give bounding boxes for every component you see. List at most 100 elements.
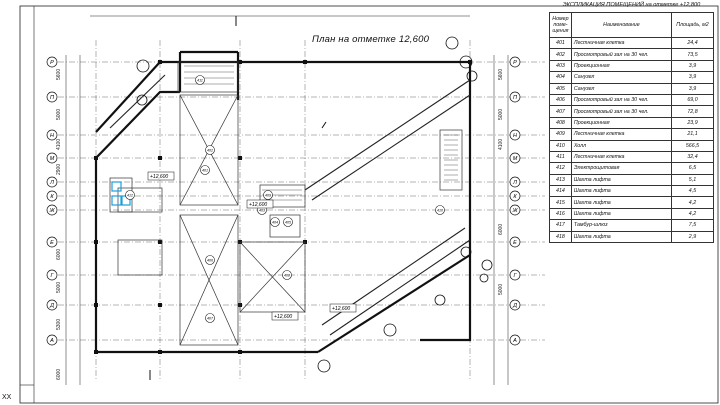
room-number-cell: 414 <box>549 185 572 198</box>
svg-text:5300: 5300 <box>56 319 62 330</box>
room-number-cell: 411 <box>549 150 572 164</box>
header-room-name: Наименование <box>570 12 672 38</box>
room-area-cell: 69,0 <box>670 93 715 107</box>
room-tag-number: 401 <box>202 169 208 173</box>
room-number-cell: 407 <box>549 105 572 118</box>
axis-bubble <box>509 190 521 202</box>
room-number-cell: 418 <box>549 230 572 244</box>
axis-bubble <box>509 91 521 103</box>
room-area-cell: 7,5 <box>670 219 715 232</box>
room-area-cell: 2,9 <box>670 230 715 244</box>
room-tag-number: 411 <box>197 79 203 83</box>
room-area-cell: 21,1 <box>670 128 715 141</box>
room-number-cell: 415 <box>549 196 572 209</box>
room-name-cell: Лестничная клетка <box>570 128 672 141</box>
axis-letter: А <box>49 338 54 344</box>
header-room-area: Площадь, м2 <box>670 12 715 38</box>
room-tag <box>125 190 135 200</box>
elevation-box <box>329 303 357 313</box>
room-area-cell: 6,5 <box>670 162 715 175</box>
room-name-cell: Санузел <box>570 82 672 95</box>
room-number-cell: 413 <box>549 173 572 187</box>
axis-letter: Г <box>51 273 55 279</box>
room-tag <box>282 270 292 280</box>
room-area-cell: 3,9 <box>670 82 715 95</box>
axis-letter: Д <box>512 303 517 309</box>
room-name-cell: Шахта лифта <box>570 207 672 221</box>
dimension-texts: 5600 5000 4100 2900 6000 5000 5300 6000 … <box>56 69 504 380</box>
room-name-cell: Холл <box>570 139 672 152</box>
axis-bubble <box>509 129 521 141</box>
room-tag <box>205 145 215 155</box>
axis-letter: А <box>512 338 517 344</box>
elevation-box <box>271 311 299 321</box>
axis-bubble <box>46 56 58 68</box>
room-tag <box>205 313 215 323</box>
elevation-box <box>246 199 274 209</box>
elevation-mark: +12,600 <box>274 314 292 320</box>
svg-text:5600: 5600 <box>56 69 62 80</box>
room-area-cell: 24,4 <box>670 36 715 50</box>
plan-title: План на отметке 12,600 <box>312 34 430 45</box>
explication-header-row: Номер поме-щения Наименование Площадь, м… <box>549 12 715 38</box>
room-name-cell: Просмотровый зал на 30 чел. <box>570 48 672 61</box>
room-number-cell: 408 <box>549 116 572 130</box>
elevation-marks: +12,600+12,600+12,600+12,600 <box>147 171 357 321</box>
room-number-cell: 405 <box>549 82 572 95</box>
axis-bubble <box>46 236 58 248</box>
room-area-cell: 4,5 <box>670 185 715 198</box>
room-tag <box>270 217 280 227</box>
axis-bubble <box>46 176 58 188</box>
elevation-mark: +12,600 <box>150 174 168 180</box>
axis-bubble <box>46 129 58 141</box>
svg-text:6000: 6000 <box>56 369 62 380</box>
room-tag-number: 412 <box>127 194 133 198</box>
room-area-cell: 72,8 <box>670 105 715 118</box>
axis-letter: М <box>50 156 55 162</box>
room-number-cell: 412 <box>549 162 572 175</box>
axis-letter: Л <box>512 180 517 186</box>
axis-letter: Н <box>513 133 517 139</box>
axis-bubble <box>509 269 521 281</box>
axis-grid <box>58 40 545 380</box>
room-name-cell: Шахта лифта <box>570 196 672 209</box>
room-area-cell: 23,9 <box>670 116 715 130</box>
axis-bubble <box>46 152 58 164</box>
svg-text:5000: 5000 <box>498 284 504 295</box>
axis-bubble <box>46 91 58 103</box>
room-tag-number: 408 <box>284 274 290 278</box>
room-area-cell: 566,5 <box>670 139 715 152</box>
sheet-frame <box>19 5 719 404</box>
axis-letter: Л <box>49 180 54 186</box>
axis-letter: М <box>513 156 518 162</box>
room-name-cell: Просмотровый зал на 30 чел. <box>570 93 672 107</box>
axis-letter: К <box>50 194 54 200</box>
elevation-mark: +12,600 <box>332 306 350 312</box>
room-number-cell: 409 <box>549 128 572 141</box>
room-tag-number: 404 <box>272 221 278 225</box>
room-area-cell: 32,4 <box>670 150 715 164</box>
axis-bubble <box>46 334 58 346</box>
axis-letter: Ж <box>511 208 518 214</box>
axis-letter: К <box>513 194 517 200</box>
axis-letter: Д <box>49 303 54 309</box>
room-tag-number: 406 <box>207 259 213 263</box>
sheet-code: ХХ <box>2 394 12 401</box>
svg-text:4100: 4100 <box>498 139 504 150</box>
axis-letter: П <box>513 95 517 101</box>
